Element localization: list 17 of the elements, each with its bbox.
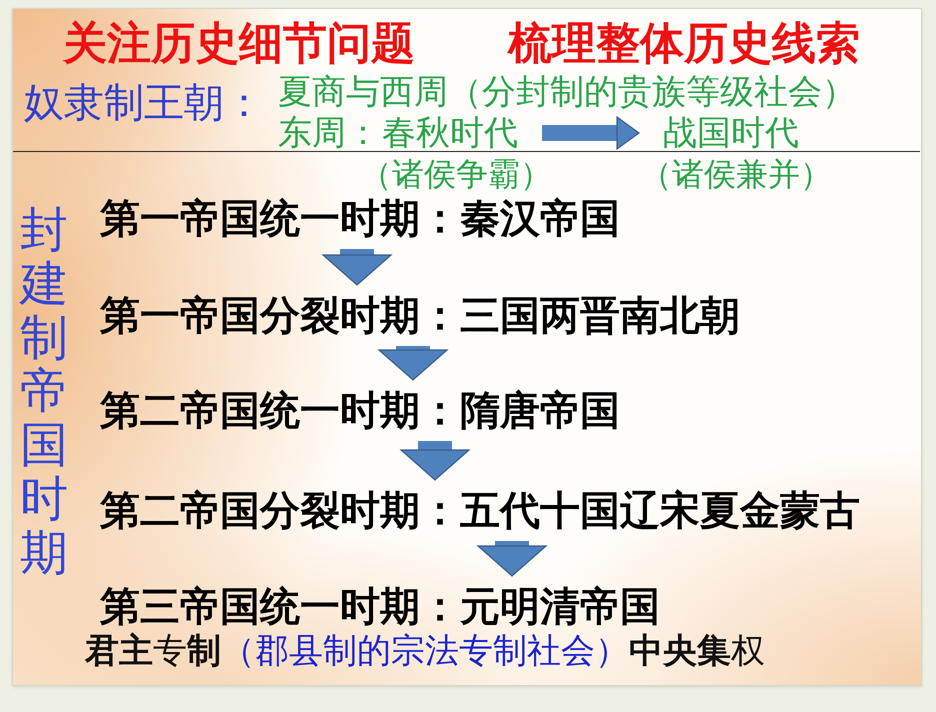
period-text: 第二帝国分裂时期：五代十国辽宋夏金蒙古 <box>100 483 860 538</box>
block-arrow <box>400 441 470 481</box>
period-text: 第一帝国分裂时期：三国两晋南北朝 <box>100 288 740 343</box>
block-arrow <box>322 249 392 286</box>
block-arrow <box>477 541 547 577</box>
summary-note: （郡县制的宗法专制社会） <box>221 634 629 668</box>
block-arrow <box>378 346 448 381</box>
block-arrow <box>542 116 640 150</box>
slide-title: 梳理整体历史线索 <box>508 17 860 71</box>
category-heading: 奴隶制王朝： <box>24 79 264 128</box>
vertical-heading: 封建制帝国时期 <box>20 204 68 580</box>
dynasty-text: 东周： <box>278 112 380 155</box>
summary-term: 中央集权 <box>629 634 765 668</box>
slide-title: 关注历史细节问题 <box>63 17 415 71</box>
summary-term: 君主专制 <box>85 634 221 668</box>
period-text: 第二帝国统一时期：隋唐帝国 <box>100 383 620 438</box>
era-note: （诸侯兼并） <box>640 154 832 195</box>
